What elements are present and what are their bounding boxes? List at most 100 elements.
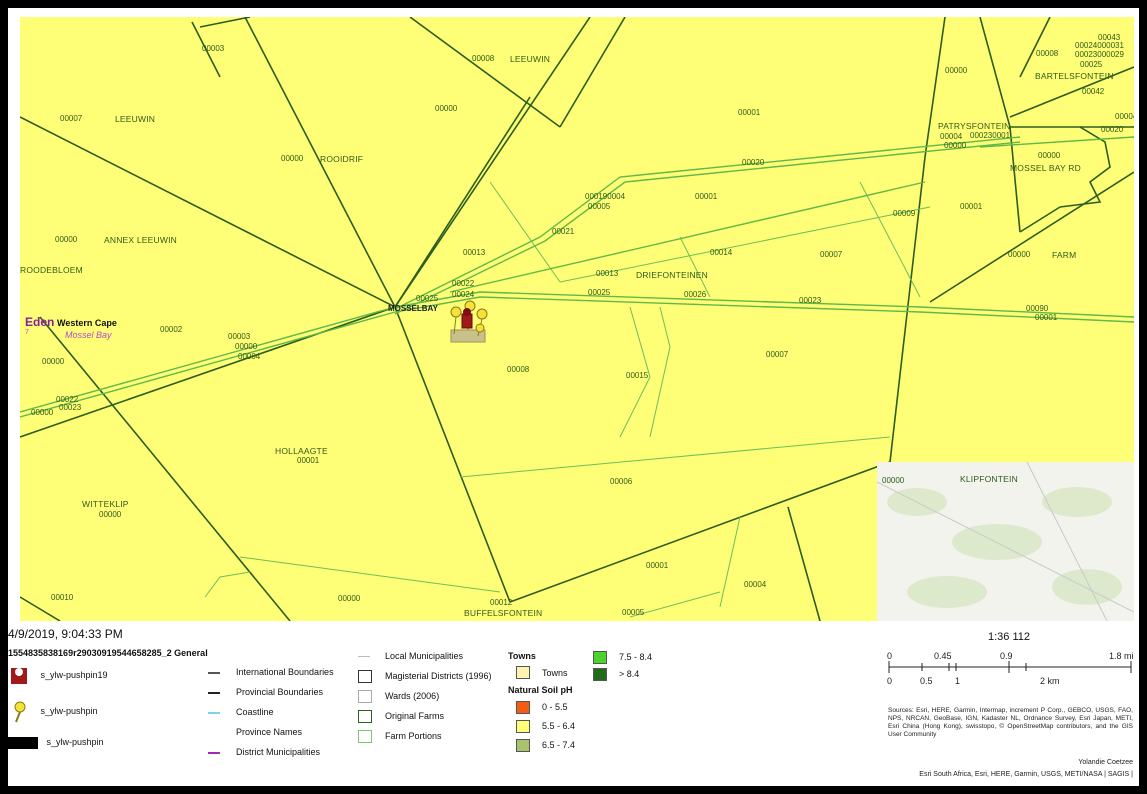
farm-label-00020: 00020 [742, 158, 765, 167]
pushpin19-icon [11, 668, 27, 684]
admin-box-swatch [358, 690, 372, 703]
farm-label-00014: 00014 [710, 248, 733, 257]
farm-label-bartelsfontein: BARTELSFONTEIN [1035, 71, 1114, 81]
farm-label-00000-annex: 00000 [55, 235, 78, 244]
farm-label-00010: 00010 [51, 593, 74, 602]
black-swatch-icon [8, 737, 38, 749]
farm-label-00012: 00012 [490, 598, 513, 607]
boundary-line-swatch [208, 672, 220, 674]
district-label-eden: Eden [25, 315, 55, 329]
soil-ph-label: 0 - 5.5 [542, 702, 568, 712]
farm-label-00022-centre: 00022 [452, 279, 475, 288]
farm-label-witteklip: WITTEKLIP [82, 499, 129, 509]
pushpin-cluster[interactable] [448, 300, 490, 344]
farm-label-00008-top: 00008 [472, 54, 495, 63]
scale-bar [888, 661, 1132, 673]
towns-swatch [516, 666, 530, 679]
boundary-line-swatch [208, 712, 220, 714]
soil-ph-label: 5.5 - 6.4 [542, 721, 576, 731]
admin-box-swatch [358, 670, 372, 683]
soil-ph-label: > 8.4 [619, 669, 640, 679]
farm-label-leeuwin-left: LEEUWIN [115, 114, 156, 124]
soil-ph-title: Natural Soil pH [508, 685, 573, 695]
legend-boundary-label: District Municipalities [236, 747, 321, 757]
print-timestamp: 4/9/2019, 9:04:33 PM [8, 627, 123, 641]
district-number: 7 [25, 329, 29, 336]
farm-label-00007-se: 00007 [766, 350, 789, 359]
legend-admin-label: Wards (2006) [385, 691, 440, 701]
legend-boundary-label: International Boundaries [236, 667, 334, 677]
farm-label-00013-lower: 00013 [596, 269, 619, 278]
farm-label-roodebloem: ROODEBLOEM [20, 265, 83, 275]
soil-ph-swatch [516, 739, 530, 752]
basemap-inset [877, 462, 1134, 621]
farm-label-00000-witteklip: 00000 [99, 510, 122, 519]
farm-label-00008-ne: 00008 [1036, 49, 1059, 58]
farm-label-rooidrif: ROOIDRIF [320, 154, 364, 164]
scale-km-3: 2 km [1040, 676, 1060, 686]
farm-label-mossel-bay-rd: MOSSEL BAY RD [1010, 163, 1081, 173]
legend-admin-label: Local Municipalities [385, 651, 464, 661]
farm-label-00013-upper: 00013 [463, 248, 486, 257]
farm-label-klipfontein: KLIPFONTEIN [960, 474, 1018, 484]
farm-label-00001-mid: 00001 [695, 192, 718, 201]
legend-admin-label: Original Farms [385, 711, 445, 721]
soil-ph-label: 7.5 - 8.4 [619, 652, 653, 662]
farm-label-00022-west: 00022 [56, 395, 79, 404]
farm-label-patrysfontein: PATRYSFONTEIN [938, 121, 1011, 131]
sources-credit: Sources: Esri, HERE, Garmin, Intermap, i… [888, 707, 1133, 738]
farm-label-00090: 00090 [1026, 304, 1049, 313]
farm-label-00008-centre: 00008 [507, 365, 530, 374]
farm-label-driefontein: DRIEFONTEINEN [636, 270, 709, 280]
scale-mi-2: 0.9 [1000, 651, 1013, 661]
farm-label-00025-b: 00025 [588, 288, 611, 297]
farm-label-annex-leeuwin: ANNEX LEEUWIN [104, 235, 177, 245]
farm-label-00001900004: 000190004 [585, 192, 626, 201]
legend-boundary-label: Provincial Boundaries [236, 687, 324, 697]
farm-label-00026: 00026 [684, 290, 707, 299]
farm-label-00000-farm: 00000 [1008, 250, 1031, 259]
scale-km-1: 0.5 [920, 676, 933, 686]
farm-label-00006: 00006 [610, 477, 633, 486]
farm-label-00023-east: 00023 [799, 296, 822, 305]
farm-label-00004-mid: 00004 [238, 352, 261, 361]
farm-label-00005: 00005 [588, 202, 611, 211]
service-credits: Esri South Africa, Esri, HERE, Garmin, U… [919, 771, 1133, 778]
farm-label-00000-south: 00000 [338, 594, 361, 603]
pushpin-cluster-icon [450, 300, 488, 343]
admin-box-swatch [358, 730, 372, 743]
legend-panel: 4/9/2019, 9:04:33 PM 1554835838169r29030… [8, 621, 1139, 786]
scale-ratio: 1:36 112 [988, 631, 1031, 643]
farm-label-00000-top: 00000 [435, 104, 458, 113]
farm-label-00021: 00021 [552, 227, 575, 236]
farm-label-00000-ne: 00000 [945, 66, 968, 75]
farm-label-00001-far-east: 00001 [1035, 313, 1058, 322]
farm-label-inset-00000: 00000 [882, 476, 905, 485]
farm-label-00009: 00009 [893, 209, 916, 218]
farm-label-00003-nw: 00003 [202, 44, 225, 53]
farm-label-farm: FARM [1052, 250, 1077, 260]
towns-title: Towns [508, 651, 536, 661]
legend-pushpin19: s_ylw-pushpin19 [8, 665, 108, 687]
farm-label-00003-mid: 00003 [228, 332, 251, 341]
farm-label-00025-ne: 00025 [1080, 60, 1103, 69]
scale-mi-1: 0.45 [934, 651, 952, 661]
soil-ph-swatch [593, 651, 607, 664]
province-label-western-cape: Western Cape [57, 318, 117, 328]
farm-label-00002: 00002 [160, 325, 183, 334]
farm-label-00024: 00024 [452, 290, 475, 299]
farm-label-00000-west: 00000 [42, 357, 65, 366]
farm-label-cluster-2: 00023000029 [1075, 50, 1124, 59]
legend-admin-label: Farm Portions [385, 731, 442, 741]
farm-label-cluster-1: 00024000031 [1075, 41, 1124, 50]
scale-mi-0: 0 [887, 651, 893, 661]
farm-label-00004-pat: 00004 [940, 132, 963, 141]
legend-admin-label: Magisterial Districts (1996) [385, 671, 492, 681]
farm-label-00004-ne: 00004 [1115, 112, 1134, 121]
municipality-label-mossel-bay: Mossel Bay [65, 330, 112, 340]
author-credit: Yolandie Coetzee [1078, 759, 1133, 766]
farm-label-00025-a: 00025 [416, 294, 439, 303]
farm-label-00000-msrd: 00000 [1038, 151, 1061, 160]
farm-label-00000-pat: 00000 [944, 141, 967, 150]
